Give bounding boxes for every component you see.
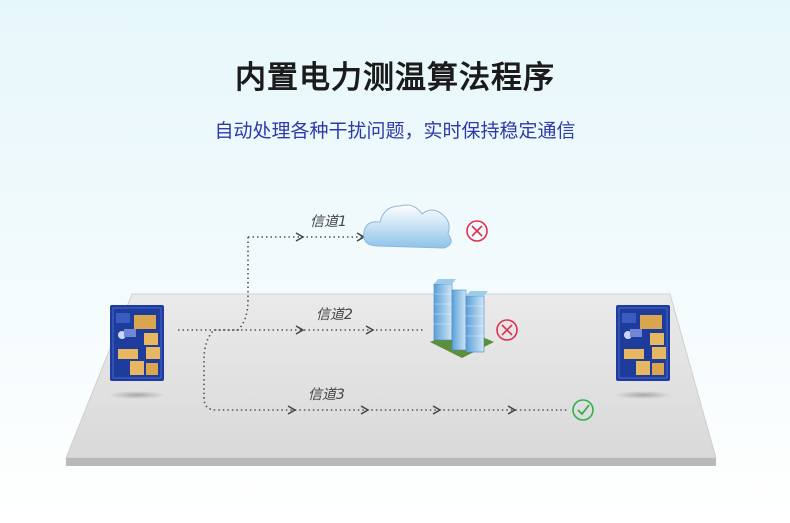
fail-icon-channel2 xyxy=(496,319,518,341)
page-title: 内置电力测温算法程序 xyxy=(235,60,555,96)
channel-paths xyxy=(178,236,567,411)
fail-icon-channel1 xyxy=(466,220,488,242)
platform xyxy=(65,293,717,466)
building-icon xyxy=(430,279,494,358)
cloud-icon xyxy=(363,204,452,249)
channel-label-2: 信道2 xyxy=(316,307,353,323)
page-subtitle: 自动处理各种干扰问题，实时保持稳定通信 xyxy=(214,120,576,142)
left-module xyxy=(109,305,165,399)
channel-label-1: 信道1 xyxy=(310,214,347,230)
channel-label-3: 信道3 xyxy=(308,387,345,403)
right-module xyxy=(615,305,671,399)
success-icon-channel3 xyxy=(572,399,594,421)
arrowheads xyxy=(287,232,517,415)
